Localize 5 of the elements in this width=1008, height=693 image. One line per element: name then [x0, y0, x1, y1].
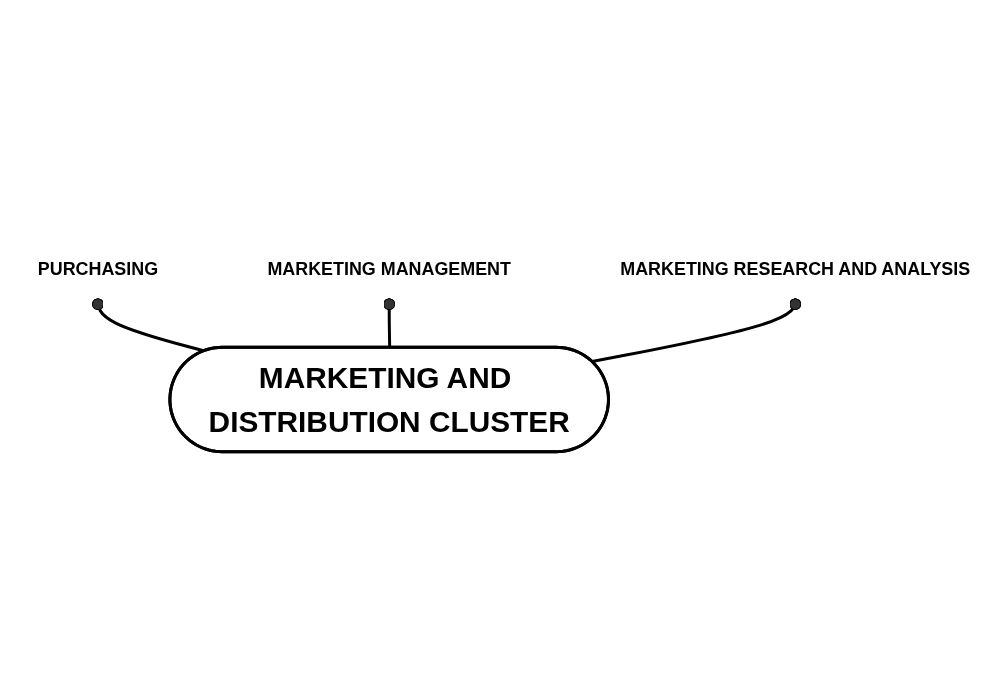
- node-text: MARKETING MANAGEMENT: [267, 259, 511, 279]
- node-text: MARKETING RESEARCH AND ANALYSIS: [620, 259, 971, 279]
- node-text: PURCHASING: [37, 259, 159, 279]
- connector: [591, 297, 802, 364]
- connector: [91, 297, 205, 353]
